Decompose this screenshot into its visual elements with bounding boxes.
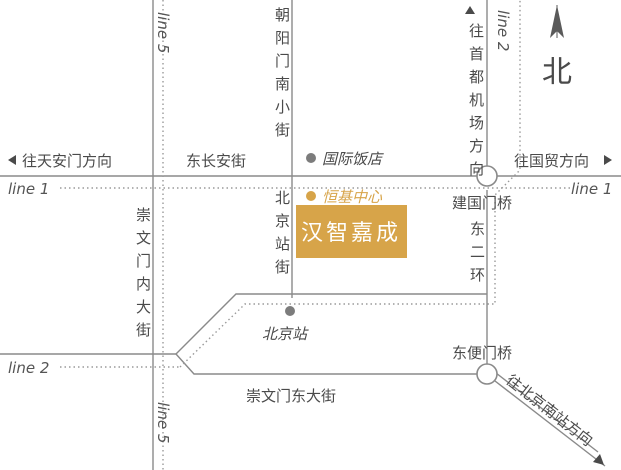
line5-bottom-label: line 5 [154,402,172,443]
road-label-beijingzhan-jie: 北京站街 [275,189,293,276]
hengji-center-marker-icon [306,191,316,201]
brand-name: 汉智嘉成 [301,221,401,246]
road-southeast [494,380,606,467]
west-arrow-icon [8,155,16,165]
bridge-label-jianguomen: 建国门桥 [452,194,512,212]
jianguomen-bridge-icon [476,165,498,187]
road-label-dongchanganjie: 东长安街 [186,152,246,170]
bridge-label-dongbianmen: 东便门桥 [452,344,512,362]
poi-label-hengji-center: 恒基中心 [322,188,383,206]
beijing-station-marker-icon [285,306,295,316]
road-label-chaoyangmen: 朝阳门南小街 [275,6,293,139]
north-arrow-icon [550,5,564,38]
dongbianmen-bridge-icon [476,363,498,385]
direction-west-label: 往天安门方向 [22,152,112,170]
international-hotel-marker-icon [306,153,316,163]
road-label-chongwenmen-neidajie: 崇文门内大街 [136,206,154,339]
road-chongwenmen-dongdajie [175,353,478,375]
direction-southeast-label: 往北京南站方向 [503,371,597,450]
line1-left-label: line 1 [8,180,49,198]
poi-label-international-hotel: 国际饭店 [322,150,384,168]
southeast-arrow-icon [593,454,604,465]
poi-label-beijing-station: 北京站 [262,325,309,343]
metro-line-2 [179,0,521,368]
road-label-chongwenmen-dongdajie: 崇文门东大街 [246,387,336,405]
road-southeast-inner [486,365,599,453]
east-arrow-icon [604,155,612,165]
line5-top-label: line 5 [154,12,172,53]
line2-left-label: line 2 [8,359,49,377]
direction-east-label: 往国贸方向 [514,152,589,170]
north-direction-arrow-icon [465,6,475,14]
brand-box[interactable] [296,205,407,258]
metro-layer [60,0,570,470]
road-label-east-2nd-ring: 东二环 [470,220,488,284]
road-station-north [175,293,487,355]
direction-north-label: 往首都机场方向 [469,22,487,178]
line1-right-label: line 1 [571,180,612,198]
line2-top-label: line 2 [494,10,512,51]
compass-label: 北 [542,55,572,90]
